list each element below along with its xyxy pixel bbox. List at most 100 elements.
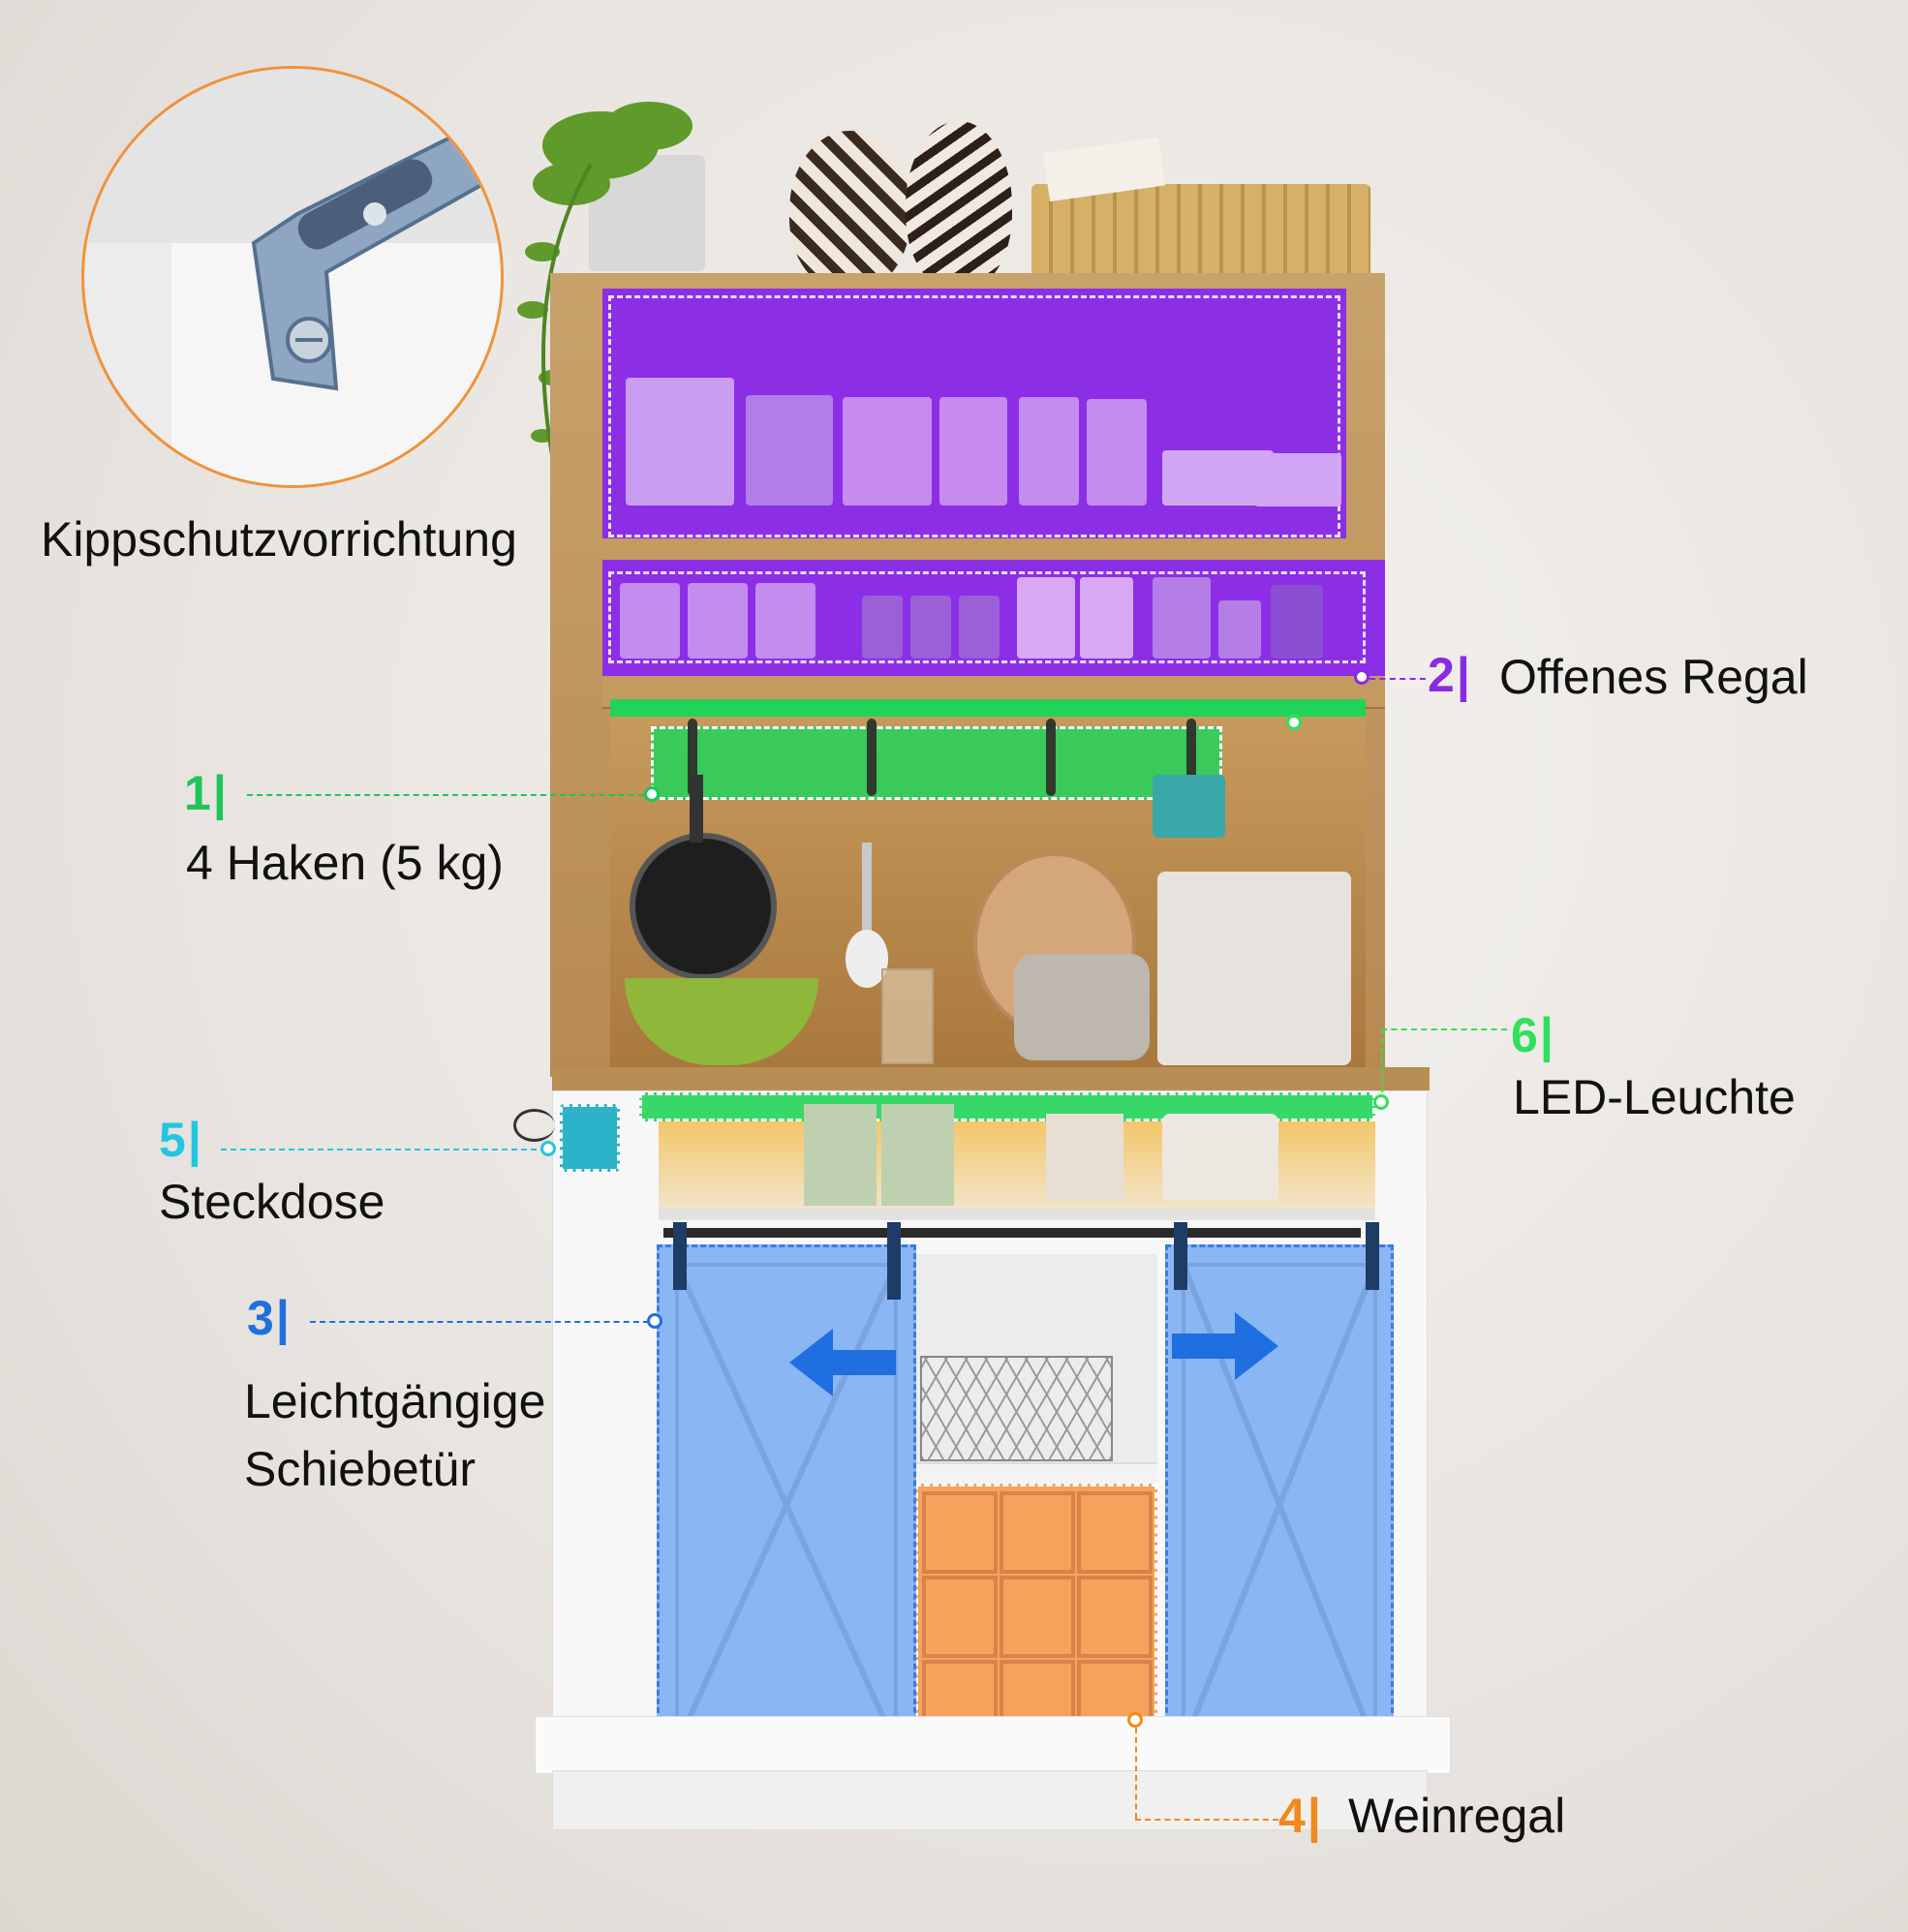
pan-handle [690,775,703,843]
door-hanger [887,1222,901,1300]
callout-4-leader-h [1135,1819,1278,1821]
toaster [1014,954,1150,1060]
hook [688,719,697,796]
callout-2-number: 2| [1428,647,1472,703]
countertop [552,1067,1430,1090]
wine-cell [1000,1491,1075,1574]
pot [1162,1114,1278,1201]
callout-separator: | [1539,1008,1555,1062]
arrow-right-icon [1172,1312,1278,1380]
dish-rack [920,1356,1113,1461]
callout-1-leader [247,794,654,796]
bracket-icon [251,134,484,391]
frying-pan [630,833,777,980]
product-canister [755,583,816,659]
product-jar [1218,600,1261,659]
sliding-door-right[interactable] [1165,1244,1394,1765]
power-cord [513,1109,555,1142]
shelf-board [602,538,1385,562]
coffee-machine [1157,872,1351,1065]
anti-tip-label: Kippschutzvorrichtung [41,512,517,567]
led-strip-upper [610,699,1366,717]
product-jar [862,596,903,659]
product-box [746,395,833,506]
callout-5-text: Steckdose [159,1175,385,1229]
mug [1153,775,1225,838]
callout-6-text: LED-Leuchte [1513,1070,1796,1124]
product-box [1019,397,1079,506]
sliding-door-left[interactable] [657,1244,916,1765]
wine-cell [1077,1576,1153,1658]
product-box [939,397,1007,506]
callout-5-dot [540,1141,556,1156]
product-jar [1153,577,1211,659]
callout-2-leader [1369,678,1426,680]
door-hanger [1366,1222,1379,1290]
callout-6-leader-h [1381,1028,1507,1030]
callout-number: 5 [159,1113,188,1167]
callout-6-number: 6| [1511,1007,1555,1063]
product-box [1087,399,1147,506]
led-upper-dot [1286,715,1302,730]
product-jar [1271,585,1323,659]
product-canister [688,583,748,659]
product-box [626,378,734,506]
wine-cell [922,1576,998,1658]
callout-4-leader-v [1135,1728,1137,1819]
callout-6-dot [1373,1094,1389,1110]
callout-4-text: Weinregal [1348,1789,1566,1843]
callout-6-leader-v [1381,1028,1383,1102]
plant-leaves-icon [517,102,692,456]
callout-1-number: 1| [184,765,229,821]
wine-cell [1000,1576,1075,1658]
power-outlet [560,1104,620,1172]
wine-cell [922,1491,998,1574]
rack-shelf [915,1462,1157,1484]
barn-door-rail [663,1228,1361,1238]
cabinet [513,0,1451,1840]
anti-tip-inset [81,66,504,488]
product-tin [1017,577,1075,659]
callout-2-text: Offenes Regal [1499,650,1808,704]
product-jar [959,596,1000,659]
callout-separator: | [275,1291,292,1345]
product-canister [620,583,680,659]
door-x-brace-icon [674,1263,899,1747]
door-hanger [1174,1222,1187,1290]
compartment-shelf [659,1209,1375,1220]
hook [1046,719,1056,796]
plinth [535,1716,1451,1774]
callout-3-text-line1: Leichtgängige [244,1374,546,1428]
callout-number: 2 [1428,648,1457,702]
callout-4-dot [1127,1712,1143,1728]
product-box [1254,453,1341,506]
decor-vase-1 [789,131,910,291]
callout-3-text-line2: Schiebetür [244,1442,477,1496]
callout-3-leader [310,1321,649,1323]
hook [1186,719,1196,796]
callout-1-text: 4 Haken (5 kg) [186,836,504,890]
callout-separator: | [212,766,229,820]
storage-basket [1046,1114,1123,1201]
decor-vase-2 [906,121,1012,291]
hook [867,719,877,796]
callout-3-dot [647,1313,662,1329]
callout-2-dot [1354,669,1369,685]
plinth-lower [552,1770,1428,1830]
middle-shelf-outline [608,571,1366,663]
callout-1-dot [644,786,660,802]
product-tin [1080,577,1133,659]
callout-number: 4 [1278,1789,1308,1843]
top-shelf-outline [608,295,1340,537]
product-box [843,397,932,506]
callout-5-number: 5| [159,1112,203,1168]
callout-4-number: 4| [1278,1788,1323,1844]
callout-number: 6 [1511,1008,1540,1062]
wine-cell [1077,1491,1153,1574]
storage-box [804,1104,877,1206]
arrow-left-icon [789,1329,896,1396]
callout-3-number: 3| [247,1290,292,1346]
door-hanger [673,1222,687,1290]
ladle [862,843,872,939]
callout-number: 1 [184,766,213,820]
